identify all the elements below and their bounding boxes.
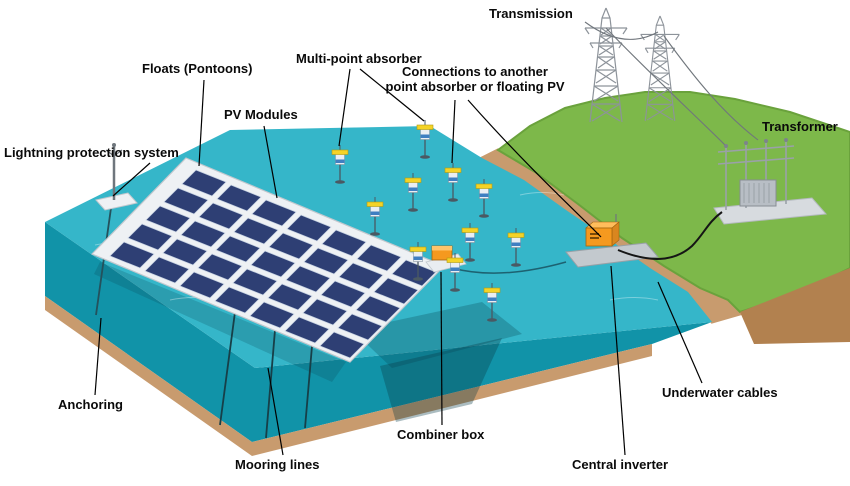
label-connections-line1: Connections to another: [402, 64, 548, 79]
leader-connections-1: [451, 99, 456, 164]
array-to-inverter-cable: [451, 261, 567, 274]
power-lines: [584, 21, 759, 147]
leader-central-inverter: [610, 265, 626, 456]
leader-mooring: [267, 367, 284, 456]
leader-combiner: [440, 271, 443, 426]
underwater-shadow: [94, 262, 522, 422]
inverter-float: [565, 242, 659, 268]
label-anchoring: Anchoring: [58, 397, 123, 412]
label-lightning-protection: Lightning protection system: [4, 145, 179, 160]
label-multi-point-absorber: Multi-point absorber: [296, 51, 422, 66]
label-connections: Connections to another point absorber or…: [366, 64, 584, 95]
anchor-line: [95, 207, 112, 316]
transformer-station: [713, 138, 828, 225]
leader-floats: [198, 79, 205, 167]
leader-absorber-1: [338, 68, 351, 147]
label-mooring-lines: Mooring lines: [235, 457, 320, 472]
leader-pv-modules: [263, 125, 278, 199]
label-floats-pontoons: Floats (Pontoons): [142, 61, 253, 76]
label-connections-line2: point absorber or floating PV: [385, 79, 565, 95]
label-pv-modules: PV Modules: [224, 107, 298, 122]
label-underwater-cables: Underwater cables: [662, 385, 778, 400]
leader-lines: [94, 68, 703, 456]
leader-connections-2: [467, 99, 602, 238]
leader-anchoring: [94, 317, 102, 396]
underwater-cable: [617, 211, 723, 260]
hill-soil-face: [740, 268, 850, 344]
label-transmission: Transmission: [489, 6, 573, 21]
central-inverter: [565, 214, 659, 268]
leader-lightning: [112, 162, 151, 197]
water-front-face: [45, 222, 712, 442]
leader-absorber-2: [359, 68, 425, 122]
leader-underwater-cables: [657, 281, 703, 384]
lightning-float: [95, 192, 138, 211]
label-transformer: Transformer: [762, 119, 838, 134]
lightning-protection-system: [95, 143, 138, 211]
pv-array: [90, 157, 446, 363]
seabed-soil-band: [45, 296, 652, 456]
label-combiner-box: Combiner box: [397, 427, 485, 442]
label-central-inverter: Central inverter: [572, 457, 669, 472]
